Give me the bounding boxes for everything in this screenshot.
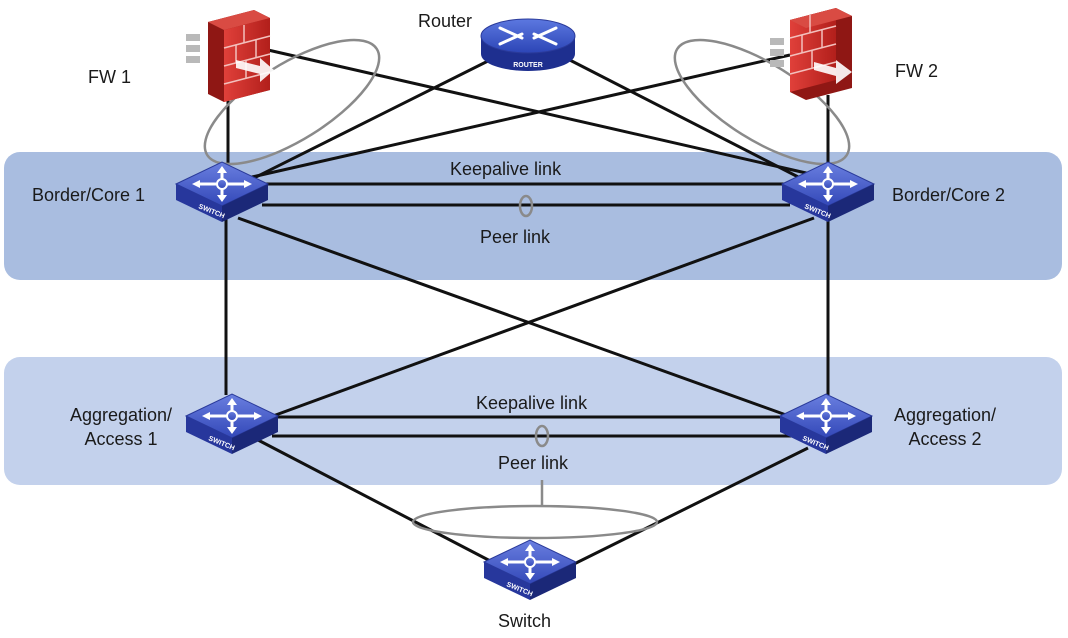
fw2-aggregation-ring [673, 38, 851, 166]
link-core2-agg1 [261, 216, 815, 422]
firewall-2-icon[interactable] [770, 8, 852, 100]
link-fw1-core2 [267, 48, 829, 180]
router-badge: ROUTER [513, 62, 543, 69]
switch-aggregation-ring [411, 504, 659, 540]
agg-peer-ring [534, 424, 550, 448]
core-keepalive-label: Keepalive link [450, 159, 562, 179]
agg-peer-label: Peer link [498, 453, 569, 473]
router-icon[interactable]: ROUTER [480, 18, 576, 71]
link-agg1-switch [257, 438, 499, 567]
core2-label: Border/Core 2 [892, 185, 1006, 205]
switch-label: Switch [498, 611, 552, 631]
agg-keepalive-label: Keepalive link [476, 393, 588, 413]
fw2-label: FW 2 [895, 61, 938, 81]
link-router-core2 [559, 53, 809, 184]
agg1-label-line2: Access 1 [84, 429, 158, 449]
link-core1-agg2 [237, 216, 801, 422]
core-peer-ring [518, 194, 534, 218]
firewall-1-icon[interactable] [186, 10, 274, 102]
link-agg2-switch [567, 446, 809, 569]
link-fw2-core1 [229, 53, 791, 184]
fw1-label: FW 1 [88, 67, 131, 87]
access-switch-icon[interactable] [482, 538, 578, 602]
link-router-core1 [249, 53, 501, 182]
agg2-label-line1: Aggregation/ [893, 405, 997, 425]
core1-label: Border/Core 1 [32, 185, 146, 205]
links [224, 48, 830, 569]
router-label: Router [418, 11, 473, 31]
agg1-label-line1: Aggregation/ [69, 405, 173, 425]
core-peer-label: Peer link [480, 227, 551, 247]
agg2-label-line2: Access 2 [908, 429, 982, 449]
